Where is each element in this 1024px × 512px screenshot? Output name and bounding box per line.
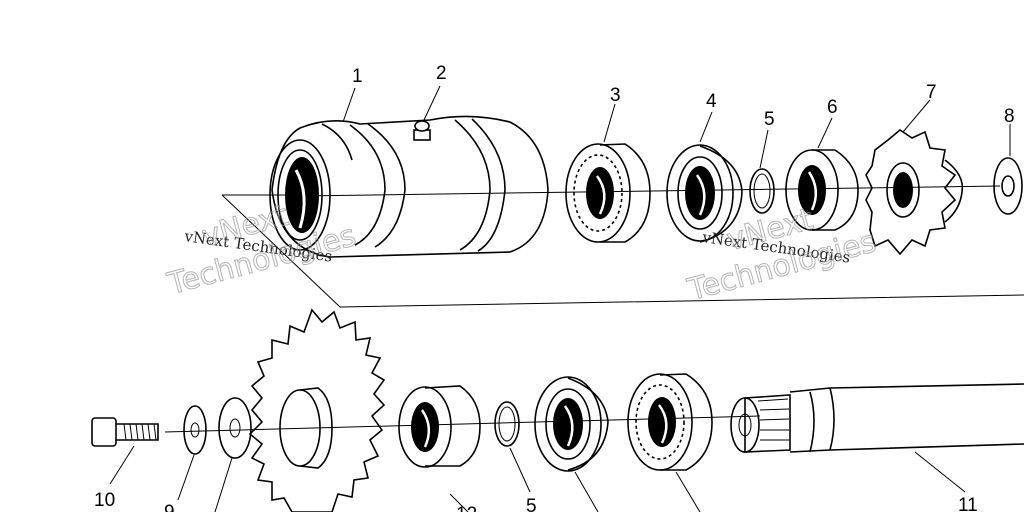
upper-spacer-part [785,149,859,231]
callout-10: 10 [94,490,115,511]
bolt-part [91,417,159,447]
upper-washer-part [993,157,1023,215]
upper-snap-ring-part [749,168,775,214]
callout-3: 3 [610,85,621,106]
callout-4: 4 [706,91,717,112]
lower-bearing-race-part [534,376,609,472]
cam-housing-part [269,115,549,258]
lower-snap-ring-part [494,401,520,447]
callout-2: 2 [436,63,447,84]
callout-9: 9 [164,502,175,512]
callout-6: 6 [827,97,838,118]
upper-bearing-part [565,143,651,243]
splined-shaft-part [730,383,1024,453]
large-sprocket-part [248,308,386,512]
flat-washer-part [218,397,252,459]
callout-5-lower: 5 [526,496,537,512]
grease-fitting-part [413,120,431,141]
lower-bearing-part [627,373,713,471]
callout-12: 12 [456,504,477,512]
watermark-left: vNext Technologies vNext Technologies [163,197,360,302]
callout-labels: 1 2 3 4 5 6 7 8 10 9 12 5 11 [94,63,1015,512]
callout-11: 11 [958,495,978,512]
callout-1: 1 [352,66,363,87]
bearing-race-part [666,144,743,243]
callout-8: 8 [1004,106,1015,127]
small-sprocket-part [865,129,964,256]
leader-lines [109,85,1011,512]
callout-5-upper: 5 [764,109,775,130]
callout-7: 7 [926,82,937,103]
lock-washer-part [183,405,207,455]
lower-spacer-part [398,385,481,468]
